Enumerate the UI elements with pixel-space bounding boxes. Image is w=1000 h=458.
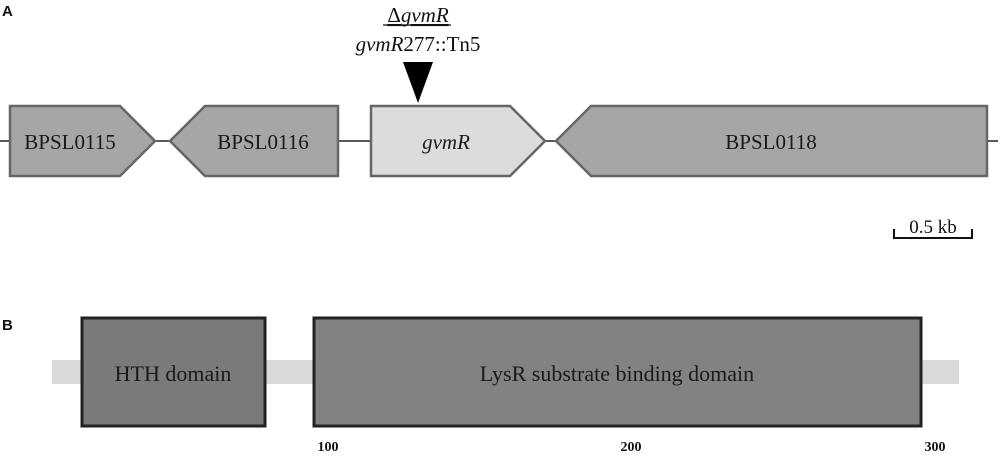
gene-label-bpsl0116: BPSL0116 bbox=[217, 130, 308, 154]
panel-b-label: B bbox=[2, 317, 13, 334]
insertion-suffix: ::Tn5 bbox=[435, 32, 481, 56]
tick-label-100: 100 bbox=[318, 440, 339, 455]
gene-bpsl0116: BPSL0116 bbox=[168, 104, 340, 178]
lysr-domain-box bbox=[312, 316, 923, 428]
gene-label-bpsl0118: BPSL0118 bbox=[725, 130, 816, 154]
insertion-site-arrowhead-icon bbox=[403, 62, 433, 103]
gene-bpsl0115: BPSL0115 bbox=[8, 104, 157, 178]
gene-label-bpsl0115: BPSL0115 bbox=[24, 130, 115, 154]
insertion-label: gvmR277::Tn5 bbox=[356, 32, 481, 56]
deletion-gene: gvmR bbox=[401, 3, 449, 27]
scale-bar-bracket bbox=[893, 229, 973, 239]
deletion-symbol: Δ bbox=[387, 3, 401, 27]
gene-arrow-bpsl0116 bbox=[168, 104, 340, 178]
gene-arrow-bpsl0115 bbox=[8, 104, 157, 178]
scale-bar-label: 0.5 kb bbox=[909, 217, 957, 238]
deletion-label: ΔgvmR bbox=[387, 3, 449, 27]
lysr-domain: LysR substrate binding domain bbox=[312, 316, 923, 428]
insertion-site: 277 bbox=[403, 32, 435, 56]
panel-a-label: A bbox=[2, 3, 13, 20]
lysr-domain-label: LysR substrate binding domain bbox=[480, 361, 754, 386]
gene-bpsl0118: BPSL0118 bbox=[554, 104, 989, 178]
scale-bar: 0.5 kb bbox=[893, 217, 973, 239]
hth-domain-box bbox=[80, 316, 267, 428]
gene-label-gvmr: gvmR bbox=[422, 130, 470, 154]
tick-label-200: 200 bbox=[621, 440, 642, 455]
hth-domain: HTH domain bbox=[80, 316, 267, 428]
gene-arrow-bpsl0118 bbox=[554, 104, 989, 178]
tick-label-300: 300 bbox=[925, 440, 946, 455]
gene-gvmr: gvmR bbox=[369, 104, 547, 178]
gene-arrow-gvmr bbox=[369, 104, 547, 178]
hth-domain-label: HTH domain bbox=[115, 361, 232, 386]
insertion-gene: gvmR bbox=[356, 32, 404, 56]
